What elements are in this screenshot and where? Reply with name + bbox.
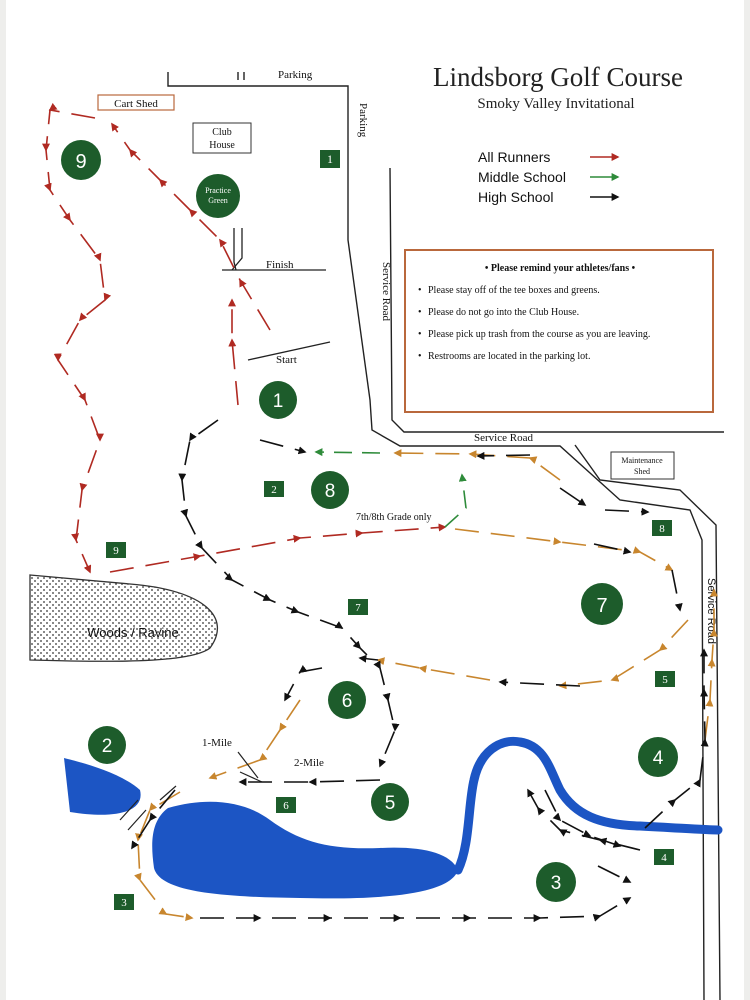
hole-3 [536, 862, 576, 902]
hole-8 [311, 471, 349, 509]
legend-high-school: High School [478, 189, 554, 205]
athlete-fan-reminders: • Please remind your athletes/fans • Ple… [404, 249, 714, 413]
reminder-item: Restrooms are located in the parking lot… [418, 350, 702, 363]
tee-2-label: 2 [271, 484, 277, 496]
hole-5-label: 5 [385, 793, 396, 814]
maintenance-shed-label-1: Maintenance [621, 456, 663, 465]
one-mile-label: 1-Mile [202, 737, 232, 749]
service-road-vertical-label: Service Road [380, 262, 392, 321]
hole-9 [61, 140, 101, 180]
maintenance-shed [610, 451, 675, 480]
finish-label: Finish [266, 259, 294, 271]
reminder-item: Please do not go into the Club House. [418, 306, 702, 319]
tee-3 [114, 894, 134, 910]
cart-shed-label: Cart Shed [114, 98, 158, 110]
pond-left [64, 758, 141, 815]
hole-6-label: 6 [342, 691, 353, 712]
grade-note-label: 7th/8th Grade only [356, 512, 432, 523]
reminders-list: Please stay off of the tee boxes and gre… [418, 284, 702, 363]
tee-9-label: 9 [113, 545, 119, 557]
service-road-horizontal-label: Service Road [474, 432, 533, 444]
hole-1 [259, 381, 297, 419]
tee-7-label: 7 [355, 602, 361, 614]
tee-6-label: 6 [283, 800, 289, 812]
club-house-label-1: Club [212, 127, 231, 138]
tee-1-label: 1 [327, 152, 333, 166]
hole-4-label: 4 [653, 748, 664, 769]
reminder-item: Please pick up trash from the course as … [418, 328, 702, 341]
hole-4 [638, 737, 678, 777]
cart-shed [97, 94, 175, 111]
pond-main [152, 801, 458, 899]
hole-2 [88, 726, 126, 764]
reminders-heading: • Please remind your athletes/fans • [484, 263, 636, 274]
hole-7-label: 7 [596, 595, 607, 617]
hole-9-label: 9 [75, 151, 86, 173]
hole-5 [371, 783, 409, 821]
route-legend: All Runners Middle School High School [478, 149, 620, 205]
tee-7 [348, 599, 368, 615]
club-house-label-2: House [209, 140, 235, 151]
map-title: Lindsborg Golf Course [433, 62, 683, 92]
start-label: Start [276, 354, 297, 366]
reminder-item: Please stay off of the tee boxes and gre… [418, 284, 702, 297]
tee-2 [264, 481, 284, 497]
parking-side-label: Parking [357, 103, 369, 138]
tee-6 [276, 797, 296, 813]
tee-5-label: 5 [662, 674, 668, 686]
woods-ravine-label: Woods / Ravine [87, 625, 179, 640]
one-mile-marker [237, 751, 259, 779]
tee-5 [655, 671, 675, 687]
map-subtitle: Smoky Valley Invitational [477, 96, 634, 112]
legend-all-runners: All Runners [478, 149, 550, 165]
hole-8-label: 8 [325, 481, 336, 502]
tee-4 [654, 849, 674, 865]
tee-3-label: 3 [121, 897, 127, 909]
route-high-school [131, 419, 709, 923]
tee-4-label: 4 [661, 852, 667, 864]
legend-middle-school: Middle School [478, 169, 566, 185]
hole-7 [581, 583, 623, 625]
hole-1-label: 1 [273, 391, 284, 412]
practice-green-label-1: Practice [205, 186, 231, 195]
practice-green-label-2: Green [208, 196, 228, 205]
two-mile-label: 2-Mile [294, 757, 324, 769]
tee-8 [652, 520, 672, 536]
service-road-right-label: Service Road [705, 578, 717, 644]
tee-1 [320, 150, 340, 168]
maintenance-shed-label-2: Shed [634, 467, 650, 476]
hole-2-label: 2 [102, 736, 113, 757]
parking-top-label: Parking [278, 69, 313, 81]
tee-8-label: 8 [659, 523, 665, 535]
tee-9 [106, 542, 126, 558]
holes: 9 1 8 7 6 2 5 4 3 [61, 140, 678, 902]
hole-6 [328, 681, 366, 719]
hole-3-label: 3 [551, 873, 562, 894]
tee-boxes: 1 2 8 9 7 5 6 3 4 [106, 150, 675, 910]
